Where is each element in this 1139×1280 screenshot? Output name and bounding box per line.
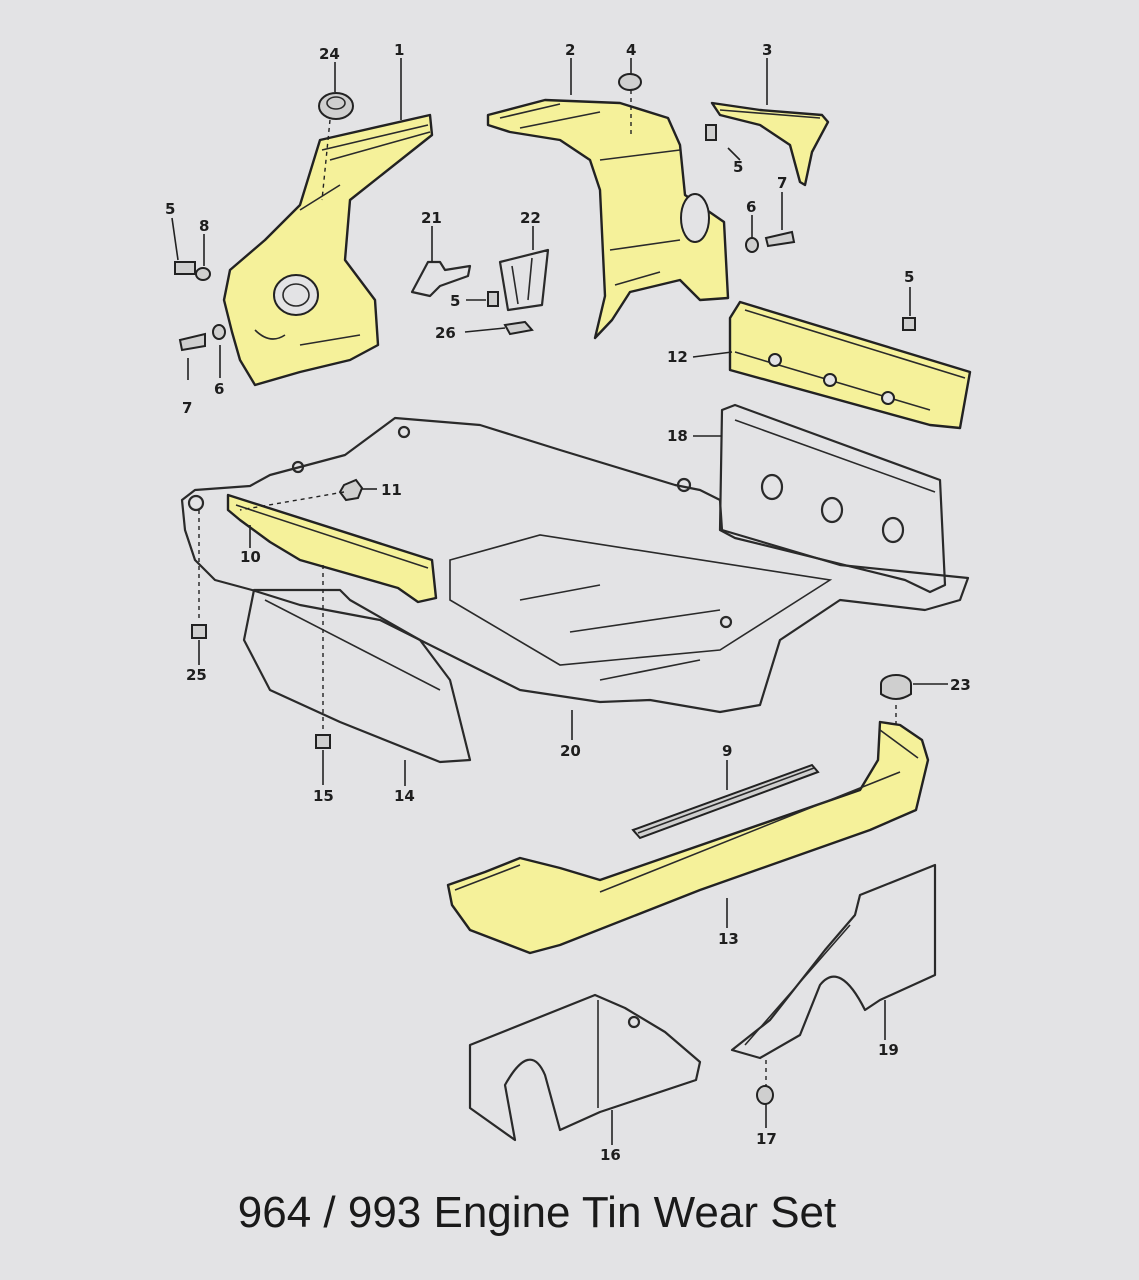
callout-numbers: 1 2 3 4 24 5 8 7 6 5 6 7 21 22 5 26 5 12… [165,41,971,1164]
screw-5d [902,317,916,331]
callout-21: 21 [421,209,442,227]
diagram-caption: 964 / 993 Engine Tin Wear Set [237,1188,837,1237]
bolt-7b [764,230,796,248]
callout-3: 3 [762,41,772,59]
part-11-nut [338,478,364,502]
part-25-bolt [191,624,207,639]
part-23-grommet [880,674,912,700]
screw-5c [487,291,499,307]
callout-6b: 6 [746,198,756,216]
callout-6a: 6 [214,380,224,398]
callout-1: 1 [394,41,404,59]
callout-22: 22 [520,209,541,227]
part-20-floor-pan [180,416,970,714]
part-19-side-panel [730,863,937,1060]
callout-7b: 7 [777,174,787,192]
callout-5a: 5 [165,200,175,218]
part-14-side-plate [242,588,472,764]
screw-5b [705,124,717,141]
part-13-lower-tray [446,720,930,955]
part-15-bolt [315,734,331,749]
callout-13: 13 [718,930,739,948]
washer-8 [195,267,211,281]
callout-5c: 5 [450,292,460,310]
part-10-side-cover [226,493,438,604]
callout-12: 12 [667,348,688,366]
callout-19: 19 [878,1041,899,1059]
part-18-rear-panel [718,403,947,594]
plate-26 [503,320,534,336]
callout-26: 26 [435,324,456,342]
callout-5d: 5 [904,268,914,286]
part-9-seal-strip [631,763,820,840]
washer-6b [745,237,759,253]
part-16-front-cover [468,993,702,1142]
part-22-clip [498,248,550,312]
callout-24: 24 [319,45,340,63]
callout-9: 9 [722,742,732,760]
callout-23: 23 [950,676,971,694]
part-2-right-shroud [486,98,730,340]
callout-4: 4 [626,41,636,59]
callout-10: 10 [240,548,261,566]
part-17-nut [756,1085,774,1105]
callout-5b: 5 [733,158,743,176]
part-21-clip [410,260,472,298]
hardware-small-parts [174,124,916,352]
part-3-bracket [710,101,830,187]
washer-6a [212,324,226,340]
callout-20: 20 [560,742,581,760]
part-1-left-shroud [222,113,434,387]
callout-7a: 7 [182,399,192,417]
bolt-5a [174,261,196,275]
callout-17: 17 [756,1130,777,1148]
callout-11: 11 [381,481,402,499]
callout-15: 15 [313,787,334,805]
part-12-rear-cover [728,300,972,430]
callout-8: 8 [199,217,209,235]
callout-18: 18 [667,427,688,445]
callout-16: 16 [600,1146,621,1164]
callout-2: 2 [565,41,575,59]
callout-25: 25 [186,666,207,684]
part-4-grommet [618,73,642,91]
bolt-7a [178,332,206,352]
callout-14: 14 [394,787,415,805]
part-24-grommet [318,92,354,120]
leader-lines [171,58,948,1145]
